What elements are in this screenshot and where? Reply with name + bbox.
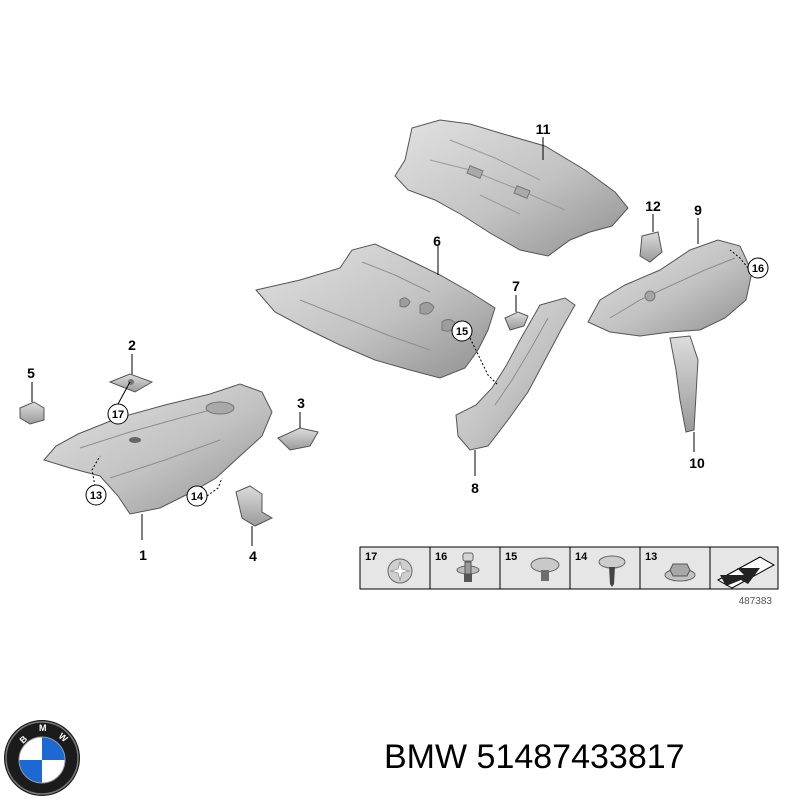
svg-text:16: 16: [752, 263, 764, 275]
drawing-number: 487383: [739, 596, 773, 607]
part-2-mount-plate[interactable]: [108, 373, 154, 393]
callout-10: 10: [689, 455, 705, 471]
part-title: BMW 51487433817: [384, 738, 685, 777]
part-8-heat-shield[interactable]: [455, 297, 576, 451]
part-4-bracket[interactable]: [235, 485, 274, 527]
bmw-roundel-icon: B M W: [4, 720, 80, 796]
svg-text:B: B: [18, 733, 30, 745]
circled-callout-14: 14: [186, 485, 208, 507]
part-3-bracket[interactable]: [277, 427, 319, 451]
part-number: 51487433817: [476, 738, 685, 776]
circled-callout-13: 13: [85, 484, 107, 506]
callout-12: 12: [645, 198, 661, 214]
legend-num-13: 13: [645, 551, 657, 563]
legend-num-17: 17: [365, 551, 377, 563]
part-11-heat-shield[interactable]: [394, 119, 629, 257]
circled-callout-17: 17: [107, 403, 129, 425]
svg-text:13: 13: [90, 490, 102, 502]
direction-arrow-icon: [716, 556, 776, 589]
callout-2: 2: [128, 337, 136, 353]
part-5-grommet[interactable]: [19, 401, 45, 425]
callout-8: 8: [471, 480, 479, 496]
circled-callouts: 17 13 14 15 16: [85, 257, 769, 507]
svg-text:15: 15: [456, 326, 468, 338]
circled-callout-16: 16: [747, 257, 769, 279]
hex-nut-icon: [664, 563, 696, 582]
callout-5: 5: [27, 365, 35, 381]
part-9-heat-shield[interactable]: [587, 239, 753, 337]
circled-callout-15: 15: [451, 320, 473, 342]
svg-text:17: 17: [112, 409, 124, 421]
svg-text:M: M: [39, 723, 47, 733]
callout-9: 9: [694, 202, 702, 218]
callout-labels: 1 2 3 4 5 6 7 8 9 10 11 12: [27, 121, 705, 564]
part-12-bracket[interactable]: [639, 231, 663, 263]
screw-rivet-icon: [598, 555, 626, 587]
svg-text:14: 14: [191, 491, 204, 503]
part-10-heat-shield[interactable]: [669, 335, 699, 433]
callout-1: 1: [139, 547, 147, 563]
callout-4: 4: [249, 548, 257, 564]
callout-11: 11: [536, 121, 551, 137]
brand-name: BMW: [384, 738, 468, 776]
callout-6: 6: [433, 233, 441, 249]
bolt-with-washer-icon: [456, 552, 480, 582]
part-6-heat-shield[interactable]: [255, 243, 496, 379]
callout-7: 7: [512, 278, 520, 294]
callout-3: 3: [297, 395, 305, 411]
fastener-legend: 17 16 15 14 13: [359, 546, 779, 590]
legend-num-15: 15: [505, 551, 517, 563]
expanding-rivet-icon: [530, 557, 560, 581]
legend-num-14: 14: [575, 551, 588, 563]
part-7-bracket[interactable]: [504, 311, 529, 331]
spring-clip-icon: [387, 558, 413, 584]
legend-num-16: 16: [435, 551, 447, 563]
